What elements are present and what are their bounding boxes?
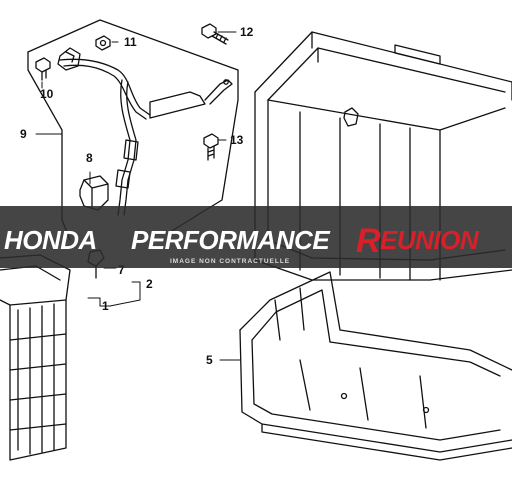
terminal-clamp xyxy=(57,47,81,71)
callout-labels: 10 11 12 13 9 8 7 2 1 5 xyxy=(20,25,254,367)
bolt-part-10 xyxy=(35,57,51,81)
watermark-reunion-rest: EUNION xyxy=(380,225,480,255)
callout-1: 1 xyxy=(102,299,109,313)
battery-body xyxy=(0,254,71,461)
callout-8: 8 xyxy=(86,151,93,165)
callout-7: 7 xyxy=(118,263,125,277)
watermark-subtitle: IMAGE NON CONTRACTUELLE xyxy=(170,258,290,265)
callout-11: 11 xyxy=(124,35,137,49)
leader-lines xyxy=(35,31,241,361)
watermark-banner: HONDA PERFORMANCE R EUNION IMAGE NON CON… xyxy=(0,206,512,268)
nut-part xyxy=(95,35,111,51)
callout-12: 12 xyxy=(240,25,254,39)
callout-10: 10 xyxy=(40,87,54,101)
callout-2: 2 xyxy=(146,277,153,291)
watermark-brand: HONDA xyxy=(4,225,97,255)
bolt-part-12 xyxy=(201,23,229,45)
callout-13: 13 xyxy=(230,133,244,147)
callout-9: 9 xyxy=(20,127,27,141)
watermark-reunion-initial: R xyxy=(356,222,381,260)
watermark-banner-background xyxy=(0,206,512,268)
battery-tray xyxy=(239,271,512,461)
watermark-performance: PERFORMANCE xyxy=(131,225,330,255)
terminal-cover xyxy=(79,175,109,211)
callout-5: 5 xyxy=(206,353,213,367)
bolt-part-13 xyxy=(203,133,219,161)
